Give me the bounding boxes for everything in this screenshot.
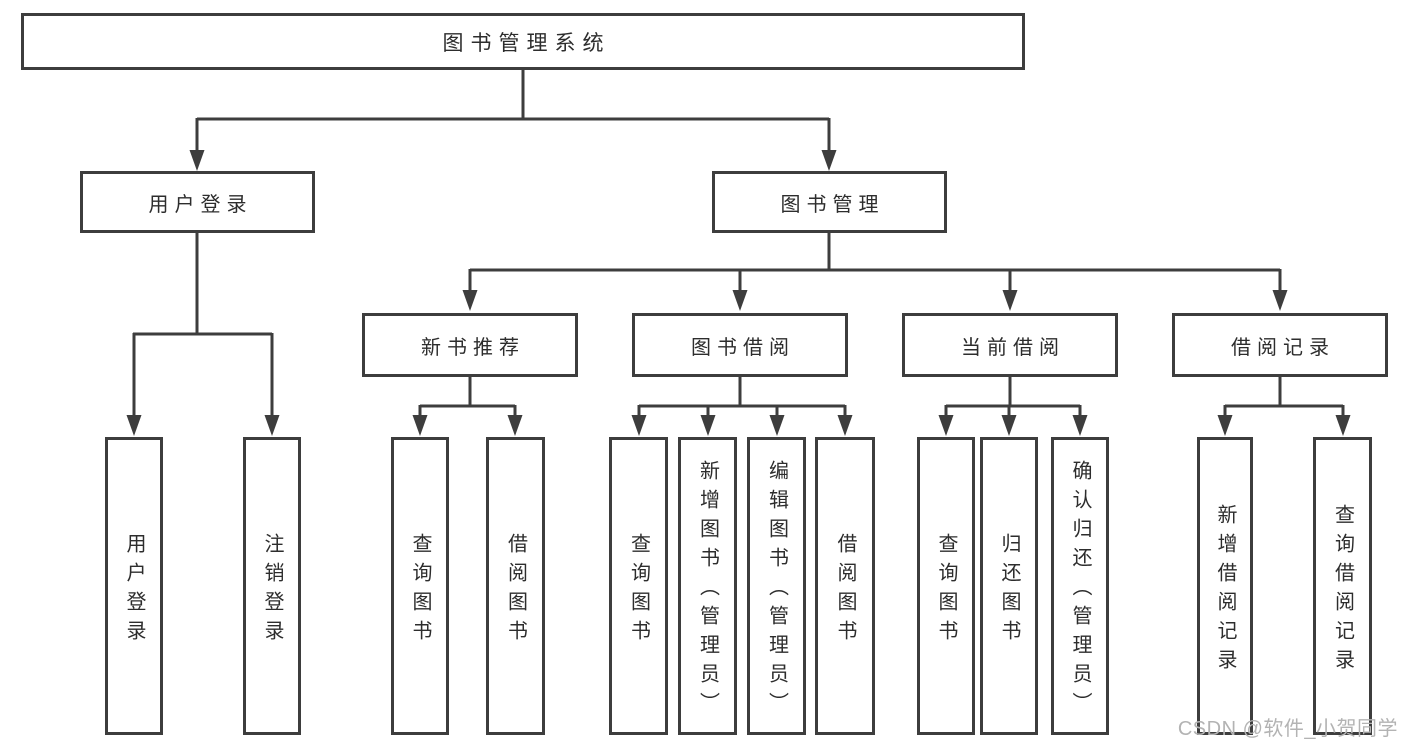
leaf-query-books-borrowing: 查询图书 [609,437,668,735]
arrowheads [126,150,1351,436]
arrowhead-icon [1072,415,1088,436]
arrowhead-icon [264,415,280,436]
arrowhead-icon [769,415,785,436]
arrowhead-icon [700,415,716,436]
arrowhead-icon [1272,290,1288,311]
node-label: 图书借阅 [691,336,795,359]
leaf-query-books-current: 查询图书 [917,437,975,735]
arrowhead-icon [1001,415,1017,436]
node-label: 查询图书 [627,532,650,649]
node-label: 查询图书 [935,532,957,649]
node-label: 归还图书 [998,532,1020,649]
arrowhead-icon [1335,415,1351,436]
connector-lines [132,70,1345,416]
node-label: 确认归还（管理员） [1069,460,1091,721]
node-book-borrowing: 图书借阅 [632,313,848,377]
node-book-management: 图书管理 [712,171,947,233]
arrowhead-icon [631,415,647,436]
arrowhead-icon [732,290,748,311]
arrowhead-icon [189,150,205,171]
leaf-query-borrowing-record: 查询借阅记录 [1313,437,1372,735]
node-label: 新增借阅记录 [1214,503,1236,678]
leaf-query-books-recommend: 查询图书 [391,437,449,735]
node-user-login: 用户登录 [80,171,315,233]
arrowhead-icon [507,415,523,436]
leaf-confirm-return-admin: 确认归还（管理员） [1051,437,1109,735]
node-label: 当前借阅 [961,336,1065,359]
node-root: 图书管理系统 [21,13,1025,70]
leaf-borrow-books-recommend: 借阅图书 [486,437,545,735]
node-label: 借阅图书 [504,532,527,649]
node-label: 查询借阅记录 [1331,503,1354,678]
arrowhead-icon [821,150,837,171]
arrowhead-icon [126,415,142,436]
arrowhead-icon [938,415,954,436]
node-label: 用户登录 [148,193,253,216]
watermark: CSDN @软件_小贺同学 [1177,718,1398,740]
node-label: 编辑图书（管理员） [765,460,788,721]
arrowhead-icon [1217,415,1233,436]
node-borrowing-records: 借阅记录 [1172,313,1388,377]
node-label: 新书推荐 [421,336,525,359]
node-label: 查询图书 [409,532,431,649]
leaf-edit-book-admin: 编辑图书（管理员） [747,437,806,735]
node-label: 用户登录 [123,532,145,649]
arrowhead-icon [837,415,853,436]
leaf-return-book: 归还图书 [980,437,1038,735]
arrowhead-icon [462,290,478,311]
node-label: 借阅记录 [1231,336,1335,359]
node-label: 注销登录 [261,532,283,649]
leaf-add-book-admin: 新增图书（管理员） [678,437,737,735]
arrowhead-icon [1002,290,1018,311]
leaf-add-borrowing-record: 新增借阅记录 [1197,437,1253,735]
node-label: 新增图书（管理员） [696,460,719,721]
leaf-user-login: 用户登录 [105,437,163,735]
node-new-book-recommendation: 新书推荐 [362,313,578,377]
leaf-logout: 注销登录 [243,437,301,735]
leaf-borrow-books: 借阅图书 [815,437,875,735]
node-label: 借阅图书 [834,532,856,649]
node-label: 图书管理 [780,193,885,216]
node-label: 图书管理系统 [442,31,611,55]
node-current-borrowing: 当前借阅 [902,313,1118,377]
arrowhead-icon [412,415,428,436]
